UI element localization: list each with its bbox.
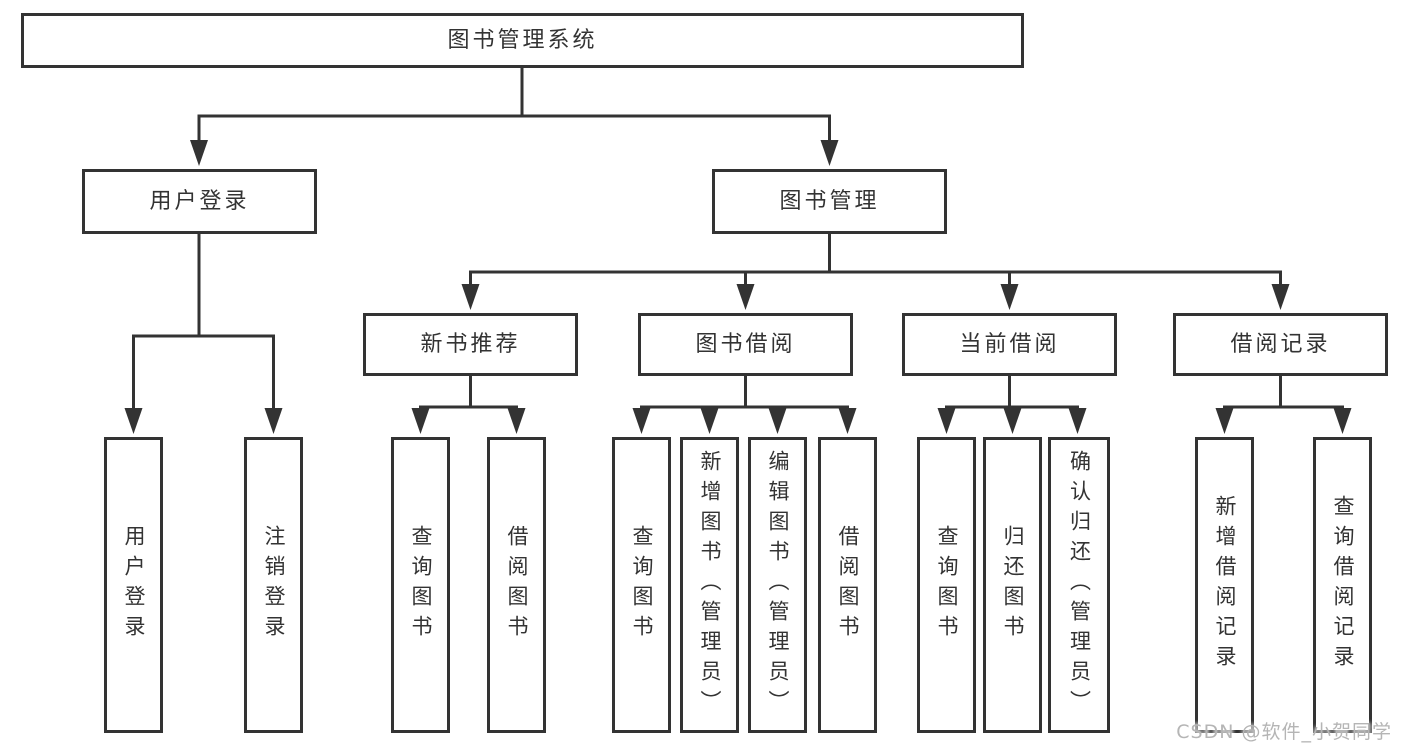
connector-bookborrow-children [632,376,857,434]
connector-root-to-level2 [190,68,839,166]
node-new-book-recommend-label: 新书推荐 [420,331,521,357]
leaf-current-return: 归还图书 [983,437,1042,733]
leaf-current-confirm: 确认归还（管理员） [1048,437,1110,733]
leaf-logout-label: 注销登录 [262,525,286,645]
leaf-record-add-label: 新增借阅记录 [1213,495,1237,675]
node-book-management-label: 图书管理 [779,188,880,214]
leaf-newbook-query: 查询图书 [391,437,450,733]
leaf-borrow-query-label: 查询图书 [630,525,654,645]
node-borrow-record-label: 借阅记录 [1230,331,1331,357]
leaf-current-query-label: 查询图书 [935,525,959,645]
node-borrow-record: 借阅记录 [1173,313,1388,376]
connector-user-login-children [124,234,283,434]
leaf-borrow-add-label: 新增图书（管理员） [698,450,722,720]
node-new-book-recommend: 新书推荐 [363,313,578,376]
leaf-user-login-label: 用户登录 [122,525,146,645]
node-user-login-label: 用户登录 [149,188,250,214]
node-book-borrow-label: 图书借阅 [695,331,796,357]
leaf-logout: 注销登录 [244,437,303,733]
leaf-record-query-label: 查询借阅记录 [1331,495,1355,675]
connector-book-mgmt-to-level3 [461,234,1290,310]
leaf-newbook-borrow: 借阅图书 [487,437,546,733]
node-root-label: 图书管理系统 [447,27,598,53]
leaf-current-return-label: 归还图书 [1001,525,1025,645]
node-book-management: 图书管理 [712,169,947,234]
leaf-borrow-edit-label: 编辑图书（管理员） [766,450,790,720]
node-root: 图书管理系统 [21,13,1024,68]
node-book-borrow: 图书借阅 [638,313,853,376]
node-current-borrow: 当前借阅 [902,313,1117,376]
leaf-user-login: 用户登录 [104,437,163,733]
connector-newbook-children [411,376,526,434]
connector-record-children [1215,376,1352,434]
leaf-record-query: 查询借阅记录 [1313,437,1372,733]
leaf-borrow-borrow: 借阅图书 [818,437,877,733]
leaf-borrow-add: 新增图书（管理员） [680,437,739,733]
leaf-current-query: 查询图书 [917,437,976,733]
connector-currentborrow-children [937,376,1087,434]
node-current-borrow-label: 当前借阅 [959,331,1060,357]
leaf-borrow-borrow-label: 借阅图书 [836,525,860,645]
leaf-current-confirm-label: 确认归还（管理员） [1067,450,1092,720]
leaf-record-add: 新增借阅记录 [1195,437,1254,733]
node-user-login: 用户登录 [82,169,317,234]
watermark: CSDN @软件_小贺同学 [1176,721,1392,743]
leaf-newbook-borrow-label: 借阅图书 [505,525,529,645]
leaf-borrow-edit: 编辑图书（管理员） [748,437,807,733]
leaf-borrow-query: 查询图书 [612,437,671,733]
leaf-newbook-query-label: 查询图书 [409,525,433,645]
